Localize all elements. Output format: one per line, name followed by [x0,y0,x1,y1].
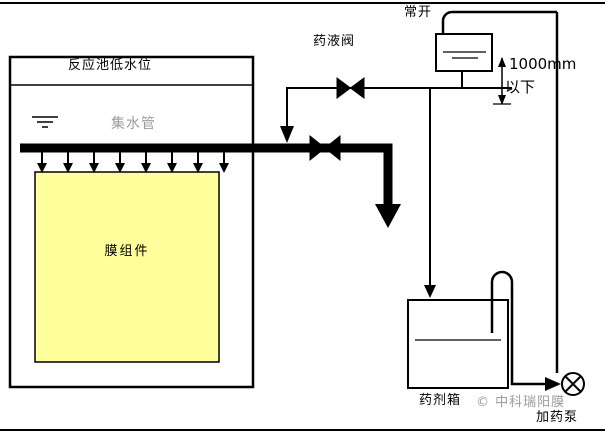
suction-arrow [545,377,561,391]
chemical-valve-icon [336,77,365,99]
dosing-pump-icon [561,372,585,396]
collector-pipe-arrow [375,204,401,228]
chemical-valve-label: 药液阀 [313,34,356,49]
dimension-value-label: 1000mm [509,55,577,73]
dosing-pump-label: 加药泵 [536,410,579,425]
dosing-line [286,87,512,128]
watermark-text: © 中科瑞阳膜 [476,395,566,410]
suction-pipe [490,270,545,386]
water-level-mark-icon [32,116,58,128]
normally-open-label: 常开 [404,5,433,20]
reaction-tank-level-label: 反应池低水位 [68,58,153,73]
membrane-module-label: 膜组件 [104,244,150,259]
dimension-qualifier-label: 以下 [505,78,536,96]
chemical-tank-label: 药剂箱 [419,393,462,408]
collector-pipe [20,143,393,206]
main-pipe-valve-icon [309,134,341,162]
dimension-arrow [493,57,511,105]
discharge-pipe-hook [441,10,557,33]
injection-arrow [280,126,294,143]
reaction-tank [8,55,255,389]
distribution-arrows [37,152,229,173]
overflow-return-arrow [424,285,436,298]
collector-pipe-label: 集水管 [111,116,156,132]
membrane-module-box [34,171,220,363]
